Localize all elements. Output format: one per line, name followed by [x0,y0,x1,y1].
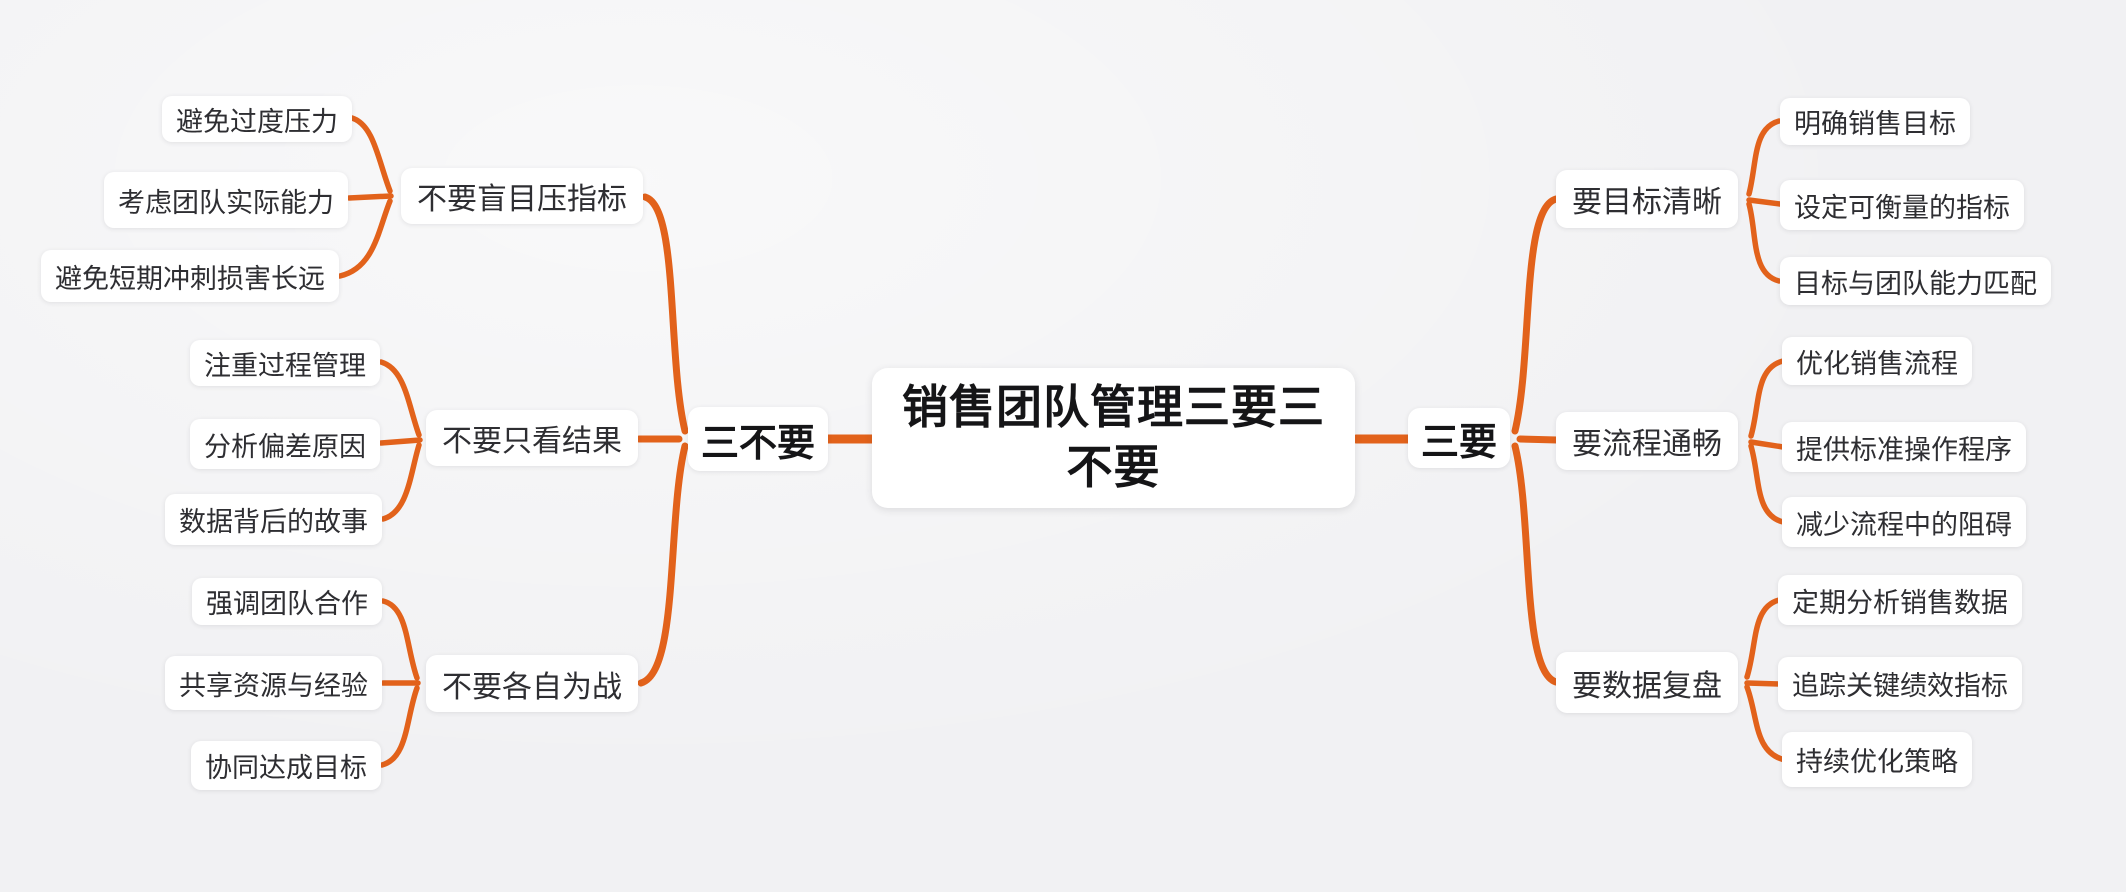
brace-left-bottom [637,442,689,687]
branch-node[interactable]: 要数据复盘 [1556,652,1738,713]
brace-left-top [641,193,689,435]
brace-right-mid [1516,435,1561,444]
leaf-node[interactable]: 强调团队合作 [192,578,382,625]
leaf-node[interactable]: 避免短期冲刺损害长远 [41,250,339,302]
leaf-node[interactable]: 协同达成目标 [191,741,381,790]
category-node-sanbuyao[interactable]: 三不要 [688,407,829,471]
branch-node[interactable]: 不要只看结果 [426,410,638,466]
leaf-node[interactable]: 共享资源与经验 [165,656,382,710]
leaf-node[interactable]: 提供标准操作程序 [1782,422,2026,472]
leaf-node[interactable]: 持续优化策略 [1782,732,1972,787]
leaf-node[interactable]: 优化销售流程 [1782,337,1972,385]
leaf-node[interactable]: 注重过程管理 [190,340,380,386]
category-node-sanyao[interactable]: 三要 [1408,408,1511,468]
leaf-node[interactable]: 数据背后的故事 [165,494,382,545]
root-node[interactable]: 销售团队管理三要三不要 [872,368,1355,508]
leaf-node[interactable]: 定期分析销售数据 [1778,575,2022,625]
leaf-node[interactable]: 设定可衡量的指标 [1780,180,2024,230]
branch-node[interactable]: 不要各自为战 [426,655,638,712]
leaf-node[interactable]: 考虑团队实际能力 [104,172,348,228]
branch-node[interactable]: 要目标清晰 [1556,170,1738,228]
brace-right-bottom [1511,442,1560,686]
leaf-node[interactable]: 避免过度压力 [162,96,352,142]
leaf-node[interactable]: 目标与团队能力匹配 [1780,257,2051,305]
leaf-node[interactable]: 分析偏差原因 [190,419,380,469]
brace-right-top [1511,195,1560,435]
branch-node[interactable]: 不要盲目压指标 [401,168,643,224]
branch-node[interactable]: 要流程通畅 [1556,412,1738,470]
leaf-node[interactable]: 明确销售目标 [1780,98,1970,145]
leaf-node[interactable]: 减少流程中的阻碍 [1782,497,2026,547]
leaf-node[interactable]: 追踪关键绩效指标 [1778,657,2022,710]
